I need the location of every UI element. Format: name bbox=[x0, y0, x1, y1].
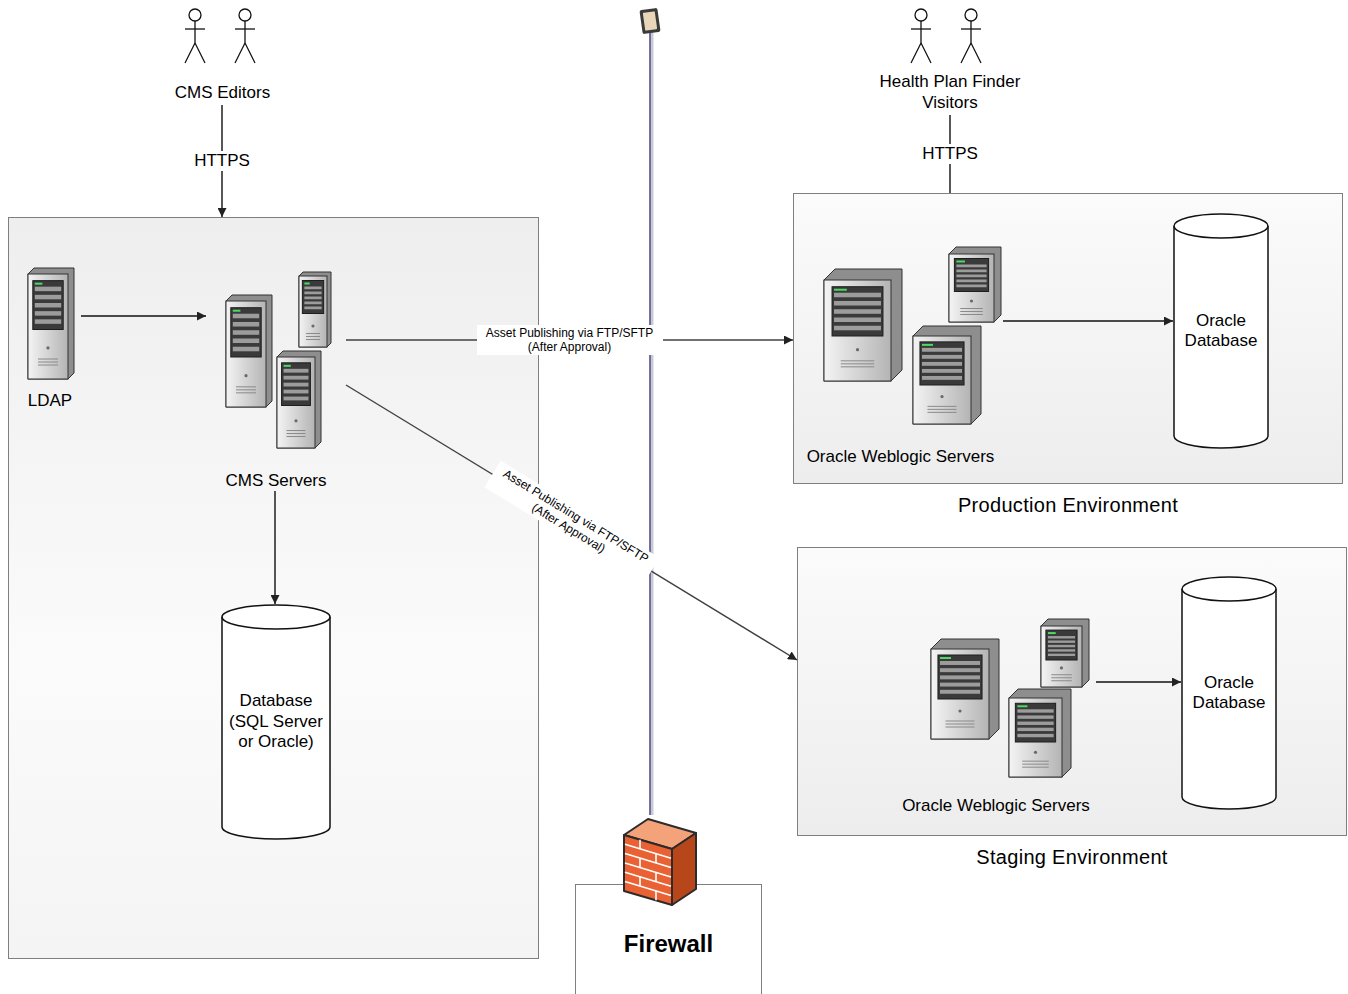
actor-figures bbox=[876, 5, 1016, 67]
server-label: Oracle Weblogic Servers bbox=[807, 447, 995, 467]
database-cylinder bbox=[1174, 226, 1268, 448]
server-label: LDAP bbox=[28, 391, 72, 411]
server-label: Oracle Weblogic Servers bbox=[902, 796, 1090, 816]
edge-label: Asset Publishing via FTP/SFTP (After App… bbox=[477, 325, 663, 356]
connector bbox=[1003, 320, 1173, 321]
database-cylinder-top bbox=[222, 605, 330, 629]
connector bbox=[274, 491, 275, 604]
connector bbox=[1096, 681, 1181, 682]
database-label: Database (SQL Server or Oracle) bbox=[227, 691, 325, 752]
firewall-label: Firewall bbox=[624, 930, 713, 959]
connector bbox=[81, 315, 206, 316]
server-icon bbox=[824, 269, 902, 381]
environment-box: Production EnvironmentOracle Weblogic Se… bbox=[793, 193, 1343, 484]
server-icon bbox=[1041, 619, 1089, 687]
server-icons bbox=[798, 241, 1003, 467]
firewall-box: Firewall bbox=[575, 884, 762, 994]
server-icon bbox=[949, 247, 1001, 322]
database-node: Oracle Database bbox=[1173, 213, 1269, 449]
server-icons bbox=[206, 266, 346, 491]
actor-figure bbox=[235, 9, 255, 63]
edge-label: HTTPS bbox=[920, 144, 980, 164]
database-cylinder-top bbox=[1182, 577, 1276, 601]
actor-figure bbox=[961, 9, 981, 63]
server-group: LDAP bbox=[19, 263, 81, 411]
actor-figure bbox=[185, 9, 205, 63]
server-icon bbox=[931, 639, 999, 739]
actor-label: CMS Editors bbox=[175, 83, 270, 105]
server-icon bbox=[299, 272, 331, 347]
database-cylinder bbox=[1182, 589, 1276, 809]
database-label: Oracle Database bbox=[1187, 673, 1271, 714]
database-cylinder bbox=[222, 617, 330, 839]
edge-label: HTTPS bbox=[192, 151, 252, 171]
server-label: CMS Servers bbox=[225, 471, 326, 491]
database-label: Oracle Database bbox=[1179, 311, 1263, 352]
firewall-line bbox=[649, 32, 650, 815]
firewall-icon bbox=[624, 819, 696, 905]
actor-group: CMS Editors bbox=[160, 5, 285, 105]
server-icons bbox=[896, 613, 1096, 816]
actor-figure bbox=[911, 9, 931, 63]
server-group: Oracle Weblogic Servers bbox=[896, 613, 1096, 816]
actor-label: Health Plan Finder Visitors bbox=[876, 72, 1024, 115]
actor-figures bbox=[160, 5, 285, 67]
server-group: CMS Servers bbox=[206, 266, 346, 491]
connector bbox=[346, 385, 797, 660]
firewall-line bbox=[651, 32, 654, 815]
cms-zone: LDAP CMS ServersDatabase (SQL Server or O… bbox=[8, 217, 539, 959]
database-node: Database (SQL Server or Oracle) bbox=[221, 604, 331, 840]
firewall-icon-svg bbox=[620, 813, 700, 908]
server-icons bbox=[19, 263, 81, 411]
brick-lines bbox=[625, 840, 671, 900]
server-group: Oracle Weblogic Servers bbox=[798, 241, 1003, 467]
database-cylinder-top bbox=[1174, 214, 1268, 238]
device-icon bbox=[639, 8, 660, 34]
actor-group: Health Plan Finder Visitors bbox=[876, 5, 1024, 115]
environment-heading: Production Environment bbox=[958, 493, 1178, 517]
server-icon bbox=[277, 351, 321, 448]
server-icon bbox=[28, 268, 74, 379]
environment-box: Staging EnvironmentOracle Weblogic Serve… bbox=[797, 547, 1347, 836]
database-node: Oracle Database bbox=[1181, 576, 1277, 810]
server-icon bbox=[913, 326, 981, 424]
server-icon bbox=[226, 295, 272, 407]
environment-heading: Staging Environment bbox=[976, 845, 1167, 869]
server-icon bbox=[1009, 689, 1071, 777]
